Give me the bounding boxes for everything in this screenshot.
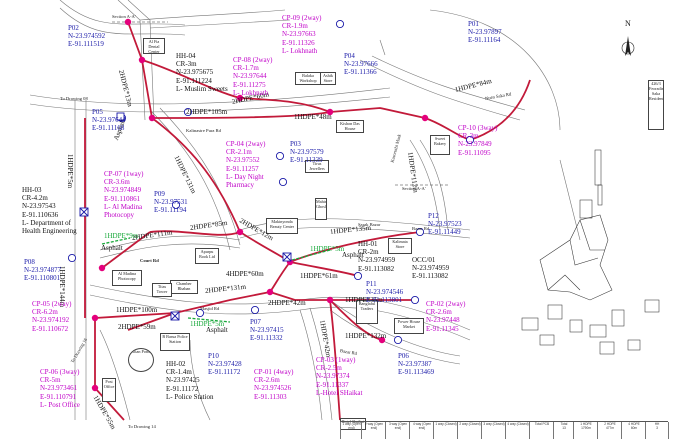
road-label-drawing-08: To Drawing 08 [60, 96, 88, 101]
building-apurpu: Apurpu Book Ltd [195, 248, 219, 264]
asphalt-label: Asphalt [342, 251, 364, 259]
road-label-bazar-rd: Bazar Rd [412, 226, 430, 231]
road-label-masjid: Masjid Rd [200, 306, 220, 311]
pipe-label: 1HDPE*100m [116, 306, 158, 314]
key-map [521, 149, 660, 355]
pipe-label: 1HDPE*132m [345, 332, 387, 340]
pipe-label: 1HDPE*5m [66, 154, 74, 189]
legend-cell: 1 way (Closed) [433, 422, 458, 439]
chamber-nodes [91, 18, 429, 392]
building-banglaful: Banglaful Traders [356, 300, 378, 324]
building-balaka: Balaka Workshop [295, 72, 321, 85]
pipe-label: 1HDPE*61m [300, 272, 338, 280]
north-label: N [625, 19, 631, 28]
building-ashik: Ashik Store [320, 72, 336, 85]
road-label-section-a1: Section A-A' [112, 14, 136, 19]
pipe-label: 2HDPE*105m [186, 108, 228, 116]
building-chamber-bhaban: Chamber Bhaban [170, 280, 198, 294]
legend-cell: 2 way (Closed) [457, 422, 482, 439]
building-sweet-bakery: Sweet Bakery [430, 135, 450, 155]
legend-cell: 4 way (Closed) [505, 422, 530, 439]
road-label-court: Court Rd [140, 258, 159, 263]
building-police: B Barua Police Station [160, 333, 190, 351]
asphalt-label: Asphalt [206, 326, 228, 334]
building-titan-pond: Titan Pond [128, 348, 154, 372]
building-kishon: Kishon Das House [336, 120, 364, 133]
pipe-label: 2HDPE*59m [118, 323, 156, 331]
legend-cell: 1 way (Open end) [340, 422, 362, 439]
pipe-label: 4HDPE*60m [226, 270, 264, 278]
pipe-label: 1HDPE*48m [294, 113, 332, 121]
north-arrow-icon [621, 36, 635, 56]
road-label-section-a2: Section A-A' [402, 186, 426, 191]
fitting-lines [101, 237, 331, 323]
building-post-office: Post Office [102, 378, 116, 402]
building-tirus: Tirus Jewellers [305, 160, 329, 173]
pipe-label-fitting: 1HDPE*9m [104, 232, 139, 240]
road-label-sarak-bazar: Sarak Bazar [358, 222, 381, 227]
legend-cell: 4 way (Open end) [409, 422, 434, 439]
pipe-label: 1HDPE*35m [345, 296, 383, 304]
legend-table: 1 way (Open end) 2 way (Open end) 3 way … [340, 421, 669, 439]
building-al-fia: Al Fia Dental Center [143, 38, 165, 54]
building-mahir-ghosh: Mahir Ghosh [315, 198, 327, 220]
building-power-house: Power House Market [394, 318, 424, 334]
legend-cell: 2 way (Open end) [361, 422, 386, 439]
pipe-label: 2HDPE*42m [268, 299, 306, 307]
legend-cell: Total PCB [529, 422, 554, 439]
road-label-drawing-14: To Drawing 14 [128, 424, 156, 429]
handhole-boxes [79, 112, 292, 321]
road-label-kalinastre: Kalinastre Pura Rd [186, 128, 221, 133]
building-titas: Titas Tower [152, 283, 172, 297]
legend-cell: 3 way (Open end) [385, 422, 410, 439]
asphalt-label: Asphalt [101, 244, 123, 252]
building-saka-residential: 426/3 Feoradis Saka Residential [648, 80, 664, 130]
section-lines [112, 21, 448, 186]
building-makinyonda: Makinyonda Beauty Center [266, 218, 298, 234]
pipe-label-fitting: 1HDPE*5m [310, 245, 345, 253]
building-kalimata: Kalimata Store [388, 238, 412, 254]
building-al-madina: Al Madina Photocopy [112, 270, 142, 286]
pipe-label-fitting: 1HDPE*5m [190, 320, 225, 328]
legend-cell: 3 way (Closed) [481, 422, 506, 439]
